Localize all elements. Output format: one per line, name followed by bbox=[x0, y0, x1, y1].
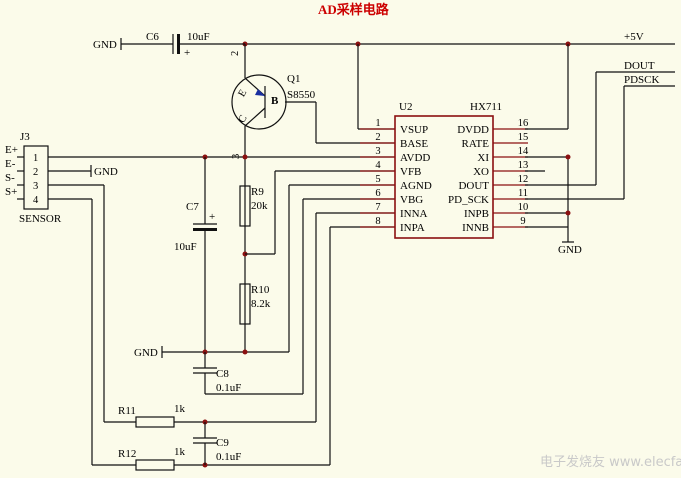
dout-label: DOUT bbox=[624, 60, 655, 72]
u2-pin-number: 13 bbox=[518, 160, 529, 171]
gnd-label-mid: GND bbox=[134, 347, 158, 359]
c6-value: 10uF bbox=[187, 31, 210, 43]
j3-pin-1: 1 bbox=[33, 153, 38, 164]
r10-ref: R10 bbox=[251, 284, 270, 296]
u2-pin-number: 14 bbox=[518, 146, 529, 157]
c6-ref: C6 bbox=[146, 31, 159, 43]
c6-gnd-label: GND bbox=[93, 39, 117, 51]
u2-pin-number: 4 bbox=[375, 160, 381, 171]
junction-dot bbox=[565, 210, 571, 216]
u2-pin-number: 12 bbox=[518, 174, 529, 185]
u2-pin-name: BASE bbox=[400, 138, 428, 150]
u2-ref: U2 bbox=[399, 101, 412, 113]
c8-ref: C8 bbox=[216, 368, 229, 380]
gnd-label-right: GND bbox=[558, 244, 582, 256]
j3-pin-4: 4 bbox=[33, 195, 39, 206]
u2-pin-name: AGND bbox=[400, 180, 432, 192]
r12-body bbox=[135, 459, 175, 471]
u2-pin-name: VBG bbox=[400, 194, 423, 206]
q1-collector-leg bbox=[244, 107, 266, 127]
u2-pin-name: INNA bbox=[400, 208, 428, 220]
r9-body bbox=[239, 185, 251, 227]
j3-signal-s-minus: S- bbox=[5, 172, 15, 184]
c9-ref: C9 bbox=[216, 437, 229, 449]
r9-value: 20k bbox=[251, 200, 268, 212]
q1-emitter-letter: E bbox=[237, 88, 250, 99]
j3-pin-2: 2 bbox=[33, 167, 38, 178]
q1-ref: Q1 bbox=[287, 73, 300, 85]
c7-plate-curved bbox=[193, 228, 217, 231]
u2-pin-name: PD_SCK bbox=[448, 194, 489, 206]
u2-pin-number: 1 bbox=[375, 118, 380, 129]
u2-part: HX711 bbox=[470, 101, 502, 113]
c7-plus: + bbox=[209, 211, 215, 223]
r11-ref: R11 bbox=[118, 405, 136, 417]
c7-ref: C7 bbox=[186, 201, 199, 213]
c6-plus: + bbox=[184, 47, 190, 59]
u2-pin-name: VFB bbox=[400, 166, 421, 178]
u2-body bbox=[394, 115, 494, 239]
junction-dot bbox=[242, 349, 248, 355]
u2-pin-number: 6 bbox=[375, 188, 380, 199]
5v-label: +5V bbox=[624, 31, 644, 43]
j3-body bbox=[23, 145, 49, 210]
watermark-text: 电子发烧友 www.elecfans.com bbox=[540, 454, 681, 470]
u2-pin-name: INPB bbox=[464, 208, 489, 220]
q1-collector-letter: C bbox=[237, 113, 250, 125]
r10-body bbox=[239, 283, 251, 325]
junction-dot bbox=[565, 154, 571, 160]
u2-pin-number: 9 bbox=[520, 216, 525, 227]
j3-pin-3: 3 bbox=[33, 181, 38, 192]
q1-part: S8550 bbox=[287, 89, 316, 101]
c6-plate-curved bbox=[177, 34, 180, 54]
q1-pin-e: 2 bbox=[230, 51, 241, 56]
j3-signal-e-plus: E+ bbox=[5, 144, 18, 156]
q1-base-letter: B bbox=[271, 95, 279, 107]
u2-pin-name: XI bbox=[477, 152, 489, 164]
c9-value: 0.1uF bbox=[216, 451, 241, 463]
r9-ref: R9 bbox=[251, 186, 264, 198]
u2-pin-number: 7 bbox=[375, 202, 380, 213]
j3-signal-e-minus: E- bbox=[5, 158, 16, 170]
u2-pin-number: 5 bbox=[375, 174, 380, 185]
r11-body bbox=[135, 416, 175, 428]
r12-ref: R12 bbox=[118, 448, 136, 460]
pdsck-label: PDSCK bbox=[624, 74, 660, 86]
u2-pin-number: 10 bbox=[518, 202, 529, 213]
u2-pin-name: AVDD bbox=[400, 152, 430, 164]
u2-pin-number: 11 bbox=[518, 188, 528, 199]
u2-pin-name: INNB bbox=[462, 222, 489, 234]
r11-value: 1k bbox=[174, 403, 186, 415]
u2-pin-name: XO bbox=[473, 166, 489, 178]
c8-value: 0.1uF bbox=[216, 382, 241, 394]
u2-pin-number: 15 bbox=[518, 132, 529, 143]
u2-pin-name: VSUP bbox=[400, 124, 428, 136]
j3-signal-s-plus: S+ bbox=[5, 186, 17, 198]
gnd-label-j3: GND bbox=[94, 166, 118, 178]
junction-dot bbox=[242, 154, 248, 160]
u2-pin-name: DOUT bbox=[458, 180, 489, 192]
j3-name: SENSOR bbox=[19, 213, 62, 225]
u2-pin-number: 3 bbox=[375, 146, 380, 157]
diagram-title: AD采样电路 bbox=[318, 2, 390, 17]
q1-pin-c: 3 bbox=[231, 154, 242, 159]
u2-pin-name: RATE bbox=[462, 138, 490, 150]
r10-value: 8.2k bbox=[251, 298, 271, 310]
q1-emitter-arrow bbox=[255, 89, 265, 96]
j3-ref: J3 bbox=[20, 131, 30, 143]
u2-pin-number: 8 bbox=[375, 216, 380, 227]
u2-pin-number: 16 bbox=[518, 118, 529, 129]
r12-value: 1k bbox=[174, 446, 186, 458]
c7-value: 10uF bbox=[174, 241, 197, 253]
u2-pin-name: INPA bbox=[400, 222, 425, 234]
u2-pin-name: DVDD bbox=[457, 124, 489, 136]
u2-pin-number: 2 bbox=[375, 132, 380, 143]
